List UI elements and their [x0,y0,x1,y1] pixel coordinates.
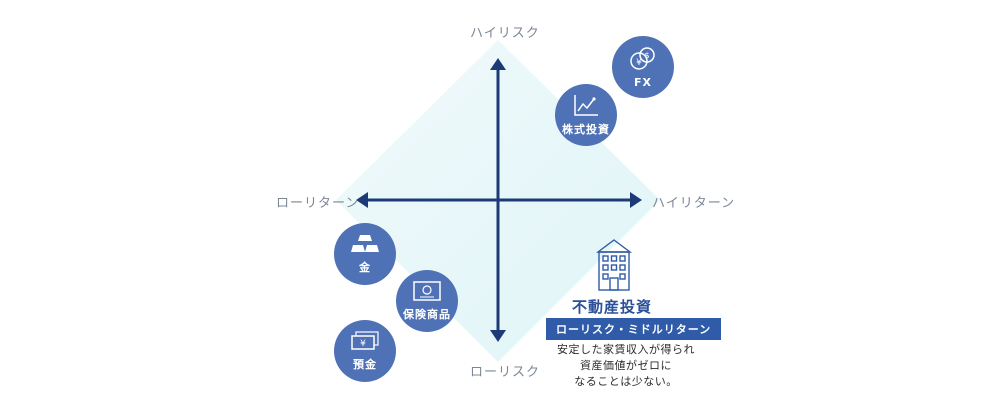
axis-label-low-return: ローリターン [276,196,360,211]
bubble-stocks-label: 株式投資 [562,123,610,136]
arrow-up-icon [490,58,506,70]
svg-text:¥: ¥ [636,58,642,68]
bubble-gold: 金 [334,223,396,285]
bubble-stocks: 株式投資 [555,84,617,146]
bubble-deposit: ¥ 預金 [334,320,396,382]
real-estate-badge: ローリスク・ミドルリターン [546,318,722,340]
bubble-fx: ¥ $ FX [612,36,674,98]
bubble-fx-label: FX [634,75,652,89]
arrow-left-icon [356,192,368,208]
bubble-deposit-label: 預金 [353,358,377,371]
svg-text:¥: ¥ [360,339,366,349]
svg-text:$: $ [644,51,649,60]
line-chart-icon [574,95,598,116]
axis-label-low-risk: ローリスク [470,365,541,380]
banknote-icon: ¥ [351,331,379,350]
axis-label-high-return: ハイリターン [652,196,736,211]
bubble-insurance: 保険商品 [396,270,458,332]
real-estate-desc-line1: 安定した家賃収入が得られ [557,343,695,356]
real-estate-desc-line3: なることは少ない。 [574,375,678,388]
certificate-icon [413,281,441,301]
arrow-right-icon [630,192,642,208]
bubble-gold-label: 金 [359,261,371,274]
real-estate-description: 安定した家賃収入が得られ 資産価値がゼロに なることは少ない。 [546,342,706,390]
bubble-insurance-label: 保険商品 [403,308,451,321]
currency-exchange-icon: ¥ $ [630,46,655,70]
apartment-building-icon [595,239,633,291]
real-estate-title: 不動産投資 [572,298,653,316]
real-estate-desc-line2: 資産価値がゼロに [580,359,672,372]
axis-label-high-risk: ハイリスク [470,26,540,41]
arrow-down-icon [490,330,506,342]
gold-bars-icon [351,235,379,252]
